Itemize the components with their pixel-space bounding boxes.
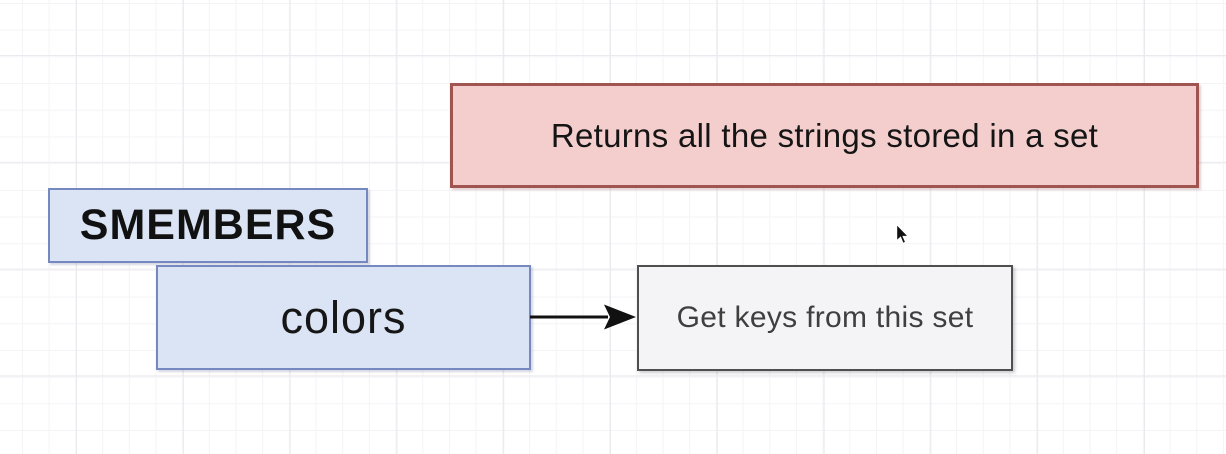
- action-get-keys-shape[interactable]: Get keys from this set: [637, 265, 1013, 371]
- command-smembers-shape[interactable]: SMEMBERS: [48, 188, 368, 263]
- connector-arrow[interactable]: [528, 304, 638, 330]
- mouse-cursor-icon: [896, 224, 910, 244]
- key-colors-shape[interactable]: colors: [156, 265, 531, 370]
- action-get-keys-label: Get keys from this set: [676, 301, 974, 334]
- description-note-shape[interactable]: Returns all the strings stored in a set: [450, 83, 1199, 188]
- key-colors-label: colors: [280, 291, 407, 343]
- description-note-label: Returns all the strings stored in a set: [550, 116, 1099, 154]
- command-smembers-label: SMEMBERS: [79, 201, 337, 249]
